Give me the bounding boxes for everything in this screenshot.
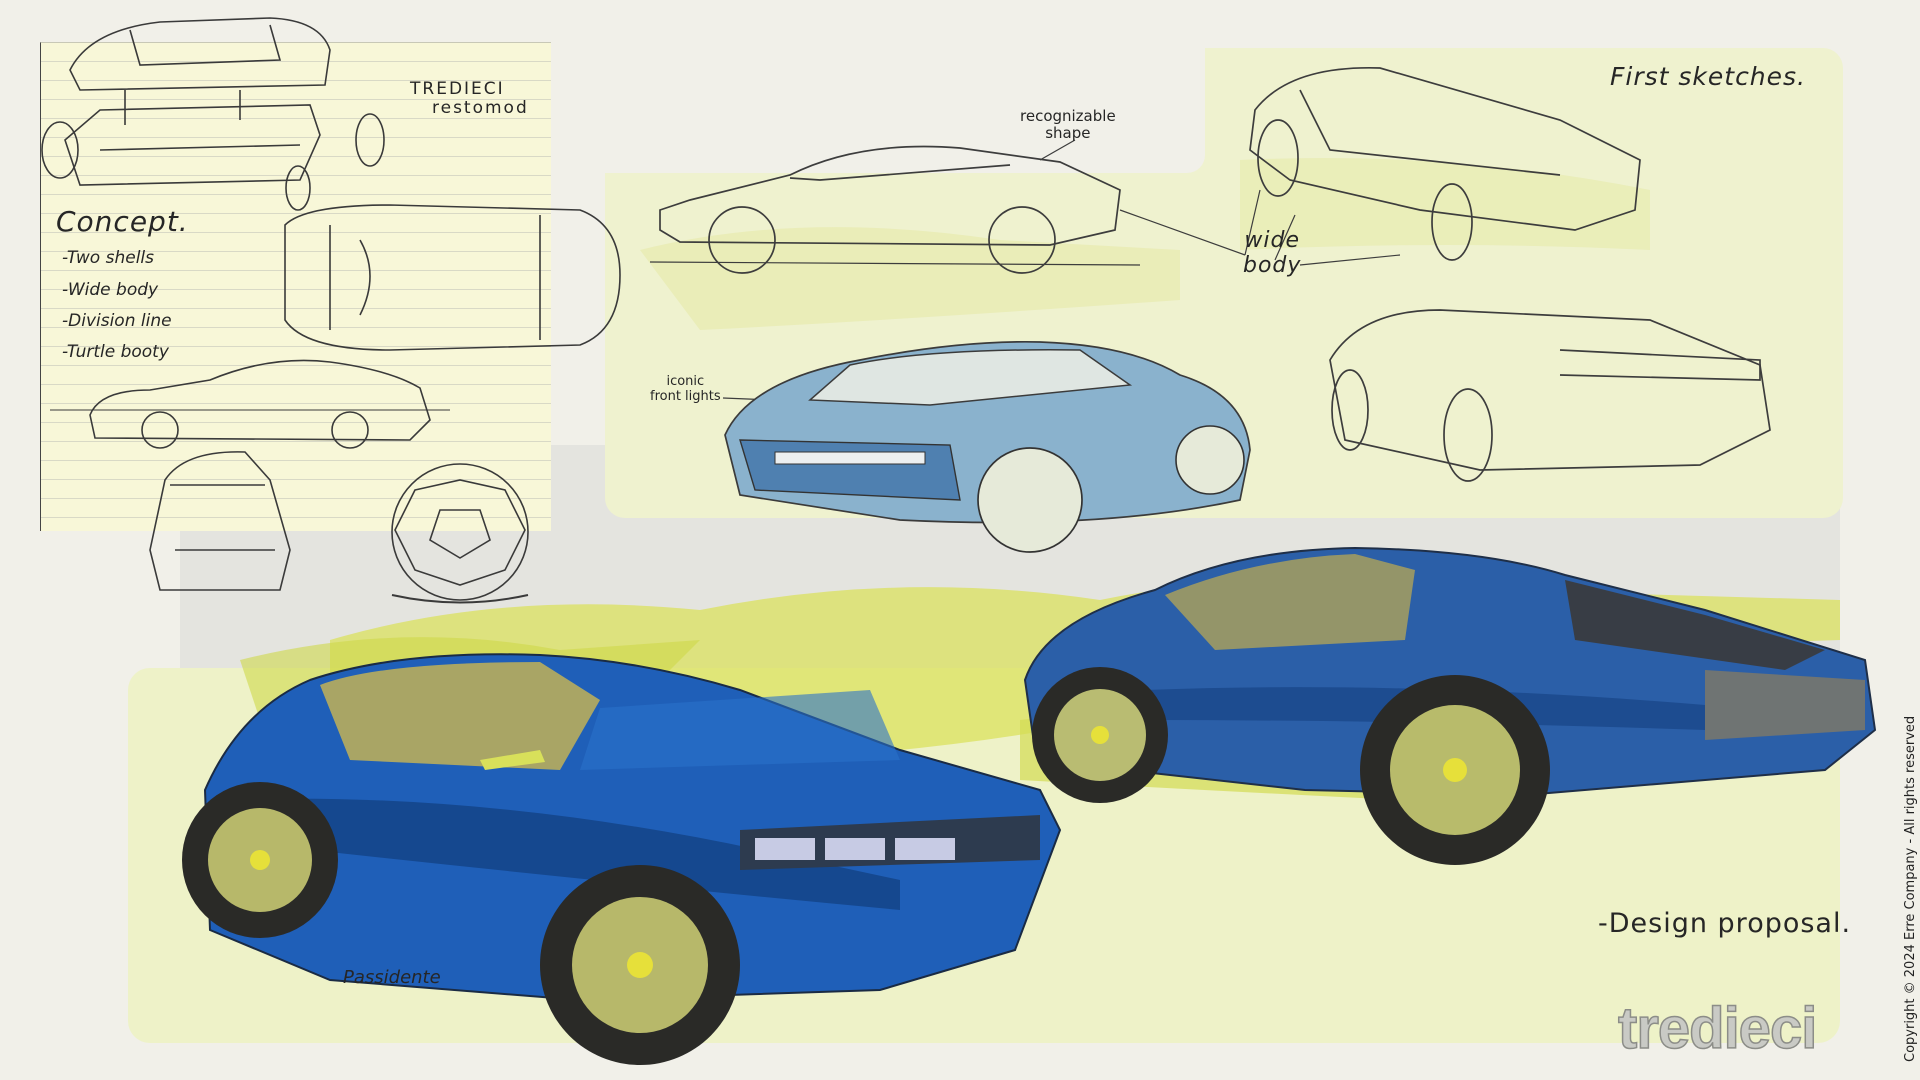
rendered-car-front (182, 653, 1062, 1065)
rendered-car-rear (1023, 546, 1877, 865)
designer-signature: Passidente (343, 967, 441, 988)
tredieci-logo: tredieci (1617, 996, 1818, 1061)
concept-bullet-1: -Two shells (62, 248, 154, 268)
colored-front-sketch (724, 340, 1251, 553)
copyright-notice: Copyright © 2024 Erre Company - All righ… (1903, 715, 1918, 1062)
annotation-iconic-front-lights: iconic front lights (650, 374, 721, 405)
design-proposal-label: -Design proposal. (1598, 908, 1852, 939)
annotation-wide-body: wide body (1243, 228, 1301, 279)
concept-bullet-3: -Division line (62, 311, 172, 331)
notepad-title-line1: TREDIECI (410, 79, 505, 99)
first-sketches-label: First sketches. (1610, 62, 1807, 91)
concept-sketches (41, 17, 621, 604)
notepad-title-line2: restomod (432, 97, 529, 118)
annotation-wide-body-text: wide body (1243, 228, 1302, 279)
concept-heading: Concept. (56, 205, 189, 238)
concept-bullet-4: -Turtle booty (62, 342, 169, 362)
annotation-recognizable-shape-text: recognizable shape (1020, 107, 1116, 143)
annotation-recognizable-shape: recognizable shape (1020, 107, 1116, 143)
concept-bullet-2: -Wide body (62, 280, 159, 300)
annotation-iconic-front-lights-text: iconic front lights (650, 374, 721, 404)
notepad-title: TREDIECI restomod (410, 80, 529, 117)
background-panel-cutout (605, 48, 1205, 173)
pencil-car-sketches (649, 66, 1771, 482)
